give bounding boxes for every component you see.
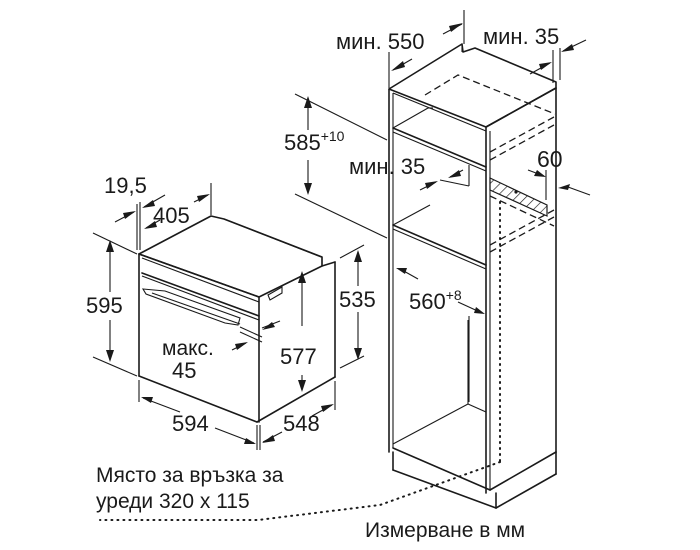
dimension-lines [92,10,591,450]
units-note: Измерване в мм [365,519,526,542]
oven-height-label: 595 [86,293,123,318]
shelf-min-gap-label: мин. 35 [349,154,426,179]
niche-width-tolerance: +8 [445,287,462,303]
niche-height-tolerance: +10 [320,128,345,144]
oven-width-label: 594 [172,411,209,436]
niche-height-value: 585 [284,130,321,155]
cabinet-min-depth-label: мин. 550 [336,29,425,54]
oven-front-offset-label: 19,5 [104,173,147,198]
door-max-value: 45 [172,358,197,383]
niche-height-label: 585+10 [284,129,344,154]
connection-note-line2: уреди 320 x 115 [96,490,250,513]
oven-drawing [138,215,336,423]
oven-depth-label: 548 [283,411,320,436]
vent-depth-label: 60 [537,146,563,172]
oven-side-height-label: 535 [339,287,376,312]
niche-width-label: 560+8 [409,288,462,313]
cabinet-min-back-gap-label: мин. 35 [483,24,560,49]
oven-top-depth-label: 405 [153,203,190,228]
niche-width-value: 560 [409,289,446,314]
connection-note-line1: Място за връзка за [96,464,284,487]
door-max-label: макс. [162,337,214,360]
oven-inner-height-label: 577 [280,344,317,369]
cabinet-drawing [99,43,557,521]
connection-note: Място за връзка за уреди 320 x 115 [96,463,283,515]
